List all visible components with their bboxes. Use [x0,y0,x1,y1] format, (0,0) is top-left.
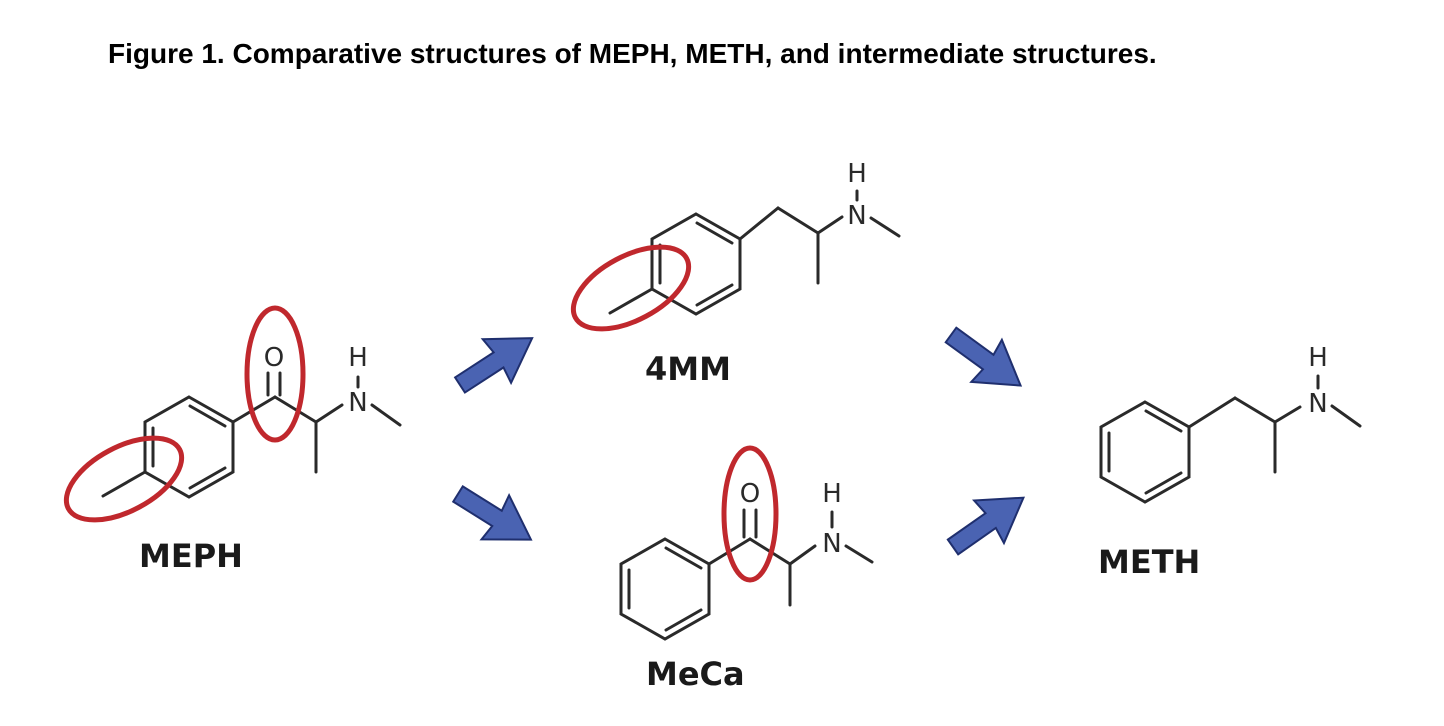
4mm-nitrogen-atom: N [847,201,866,231]
figure-caption: Figure 1. Comparative structures of MEPH… [108,38,1157,69]
meph-nitrogen-atom: N [348,388,367,418]
meca-nitrogen-atom: N [822,529,841,559]
meth-chain-bond [1233,396,1277,424]
4mm-benzene-ring [650,212,742,316]
4mm-chain-bond [776,206,820,235]
meph-methyl-highlight-icon [63,435,185,523]
meth-cn-bond [1273,405,1302,424]
structure-meth: N H METH [1098,343,1362,581]
meph-alpha-bond [273,395,318,424]
meph-cn-bond [314,403,344,424]
4mm-label: 4MM [645,350,731,388]
meca-hydrogen-atom: H [822,479,842,509]
meph-hydrogen-atom: H [348,343,368,373]
meph-carbonyl-bond [231,395,277,424]
4mm-n-methyl-bond [869,216,901,238]
meth-ch2-bond [1187,396,1237,429]
4mm-methyl-highlight-icon [570,244,692,332]
meca-benzene-ring [619,537,711,641]
meph-n-methyl-bond [370,403,402,427]
structure-meph: O N H MEPH [63,305,402,575]
4mm-ch2-bond [738,206,780,241]
meth-nitrogen-atom: N [1308,389,1327,419]
arrow-4mm-to-meth-icon [934,312,1037,408]
meth-hydrogen-atom: H [1308,343,1328,373]
structure-4mm: N H 4MM [570,159,901,388]
meca-cn-bond [788,544,817,566]
meth-n-methyl-bond [1330,404,1362,428]
meca-n-methyl-bond [844,544,874,564]
meph-oxygen-atom: O [264,343,284,373]
meph-label: MEPH [139,537,243,575]
meca-label: MeCa [646,655,745,693]
meph-benzene-ring [143,395,235,499]
arrow-meca-to-meth-icon [937,475,1040,570]
4mm-hydrogen-atom: H [847,159,867,189]
meph-methyl-bond [101,470,147,498]
meth-label: METH [1098,543,1200,581]
4mm-cn-bond [816,215,844,235]
4mm-methyl-bond [608,287,654,315]
meth-benzene-ring [1099,400,1191,504]
meca-carbonyl-highlight-icon [721,445,779,583]
structure-meca: O N H MeCa [619,445,874,693]
meph-carbonyl-highlight-icon [244,305,306,443]
arrow-meph-to-4mm-icon [444,315,548,408]
meca-oxygen-atom: O [740,479,760,509]
arrow-meph-to-meca-icon [443,470,546,563]
